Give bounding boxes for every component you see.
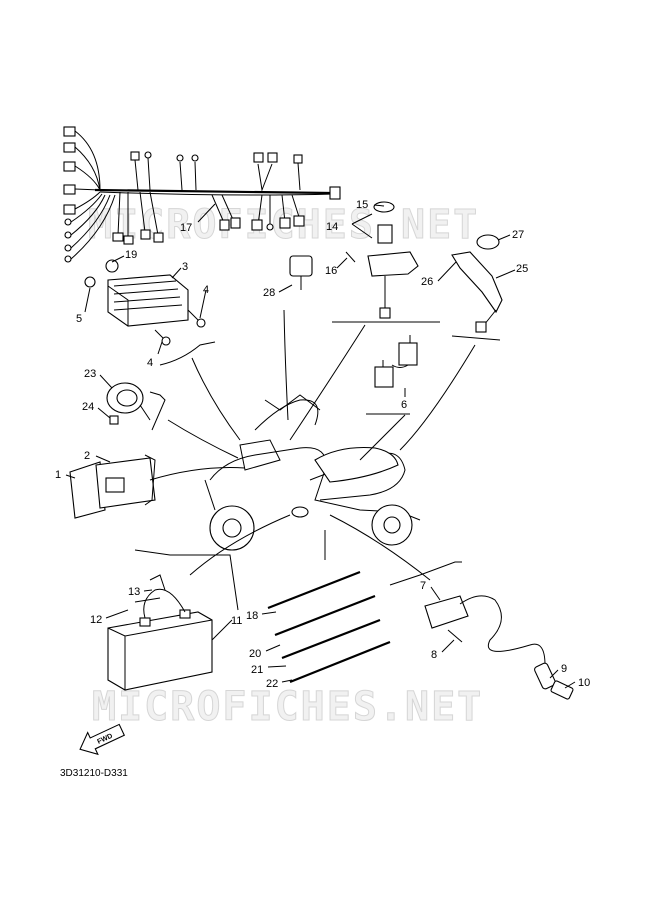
callout-14: 14: [326, 221, 338, 233]
callout-numbers: 1 2 3 4 4 5 6 7 8 9 10 11 12 13 14 15 16…: [55, 199, 590, 690]
callout-12: 12: [90, 614, 102, 626]
forward-arrow: FWD: [79, 723, 126, 756]
callout-21: 21: [251, 664, 263, 676]
bolt-part-5: [84, 276, 96, 288]
callout-17: 17: [180, 222, 192, 234]
callout-25: 25: [516, 263, 528, 275]
callout-5: 5: [76, 313, 82, 325]
callout-27: 27: [512, 229, 524, 241]
callout-9: 9: [561, 663, 567, 675]
callout-leaders: [65, 203, 576, 689]
callout-1: 1: [55, 469, 61, 481]
callout-8: 8: [431, 649, 437, 661]
screw-part-16: [345, 251, 356, 263]
callout-10: 10: [578, 677, 590, 689]
callout-7: 7: [420, 580, 426, 592]
cable-bands: [267, 570, 391, 684]
bolt-part-8: [447, 629, 463, 643]
callout-4a: 4: [203, 284, 209, 296]
collar-part-19: [105, 259, 119, 273]
flasher-relay: [289, 255, 313, 290]
watermark-bottom: MICROFICHES.NET: [92, 684, 483, 730]
diagram-code: 3D31210-D331: [60, 768, 128, 779]
wire-harness: [63, 126, 341, 263]
callout-24: 24: [82, 401, 94, 413]
callout-11: 11: [231, 615, 242, 627]
switch-25: [451, 234, 503, 333]
callout-6: 6: [401, 399, 407, 411]
callout-18: 18: [246, 610, 258, 622]
callout-2: 2: [84, 450, 90, 462]
rectifier-regulator: [107, 274, 189, 327]
callout-20: 20: [249, 648, 261, 660]
scooter-illustration: [204, 394, 421, 551]
battery: [107, 574, 213, 691]
callout-23: 23: [84, 368, 96, 380]
callout-4b: 4: [147, 357, 153, 369]
bolt-part-24: [109, 415, 119, 425]
starter-relay: [374, 335, 418, 388]
cdi-unit: [69, 457, 156, 519]
callout-3: 3: [182, 261, 188, 273]
horn: [106, 382, 151, 421]
callout-26: 26: [421, 276, 433, 288]
callout-28: 28: [263, 287, 275, 299]
callout-16: 16: [325, 265, 337, 277]
callout-22: 22: [266, 678, 278, 690]
callout-19: 19: [125, 249, 137, 261]
callout-15: 15: [356, 199, 368, 211]
ignition-coil: [424, 595, 574, 700]
group-brackets: [134, 309, 501, 611]
callout-13: 13: [128, 586, 140, 598]
main-switch: [367, 201, 419, 319]
